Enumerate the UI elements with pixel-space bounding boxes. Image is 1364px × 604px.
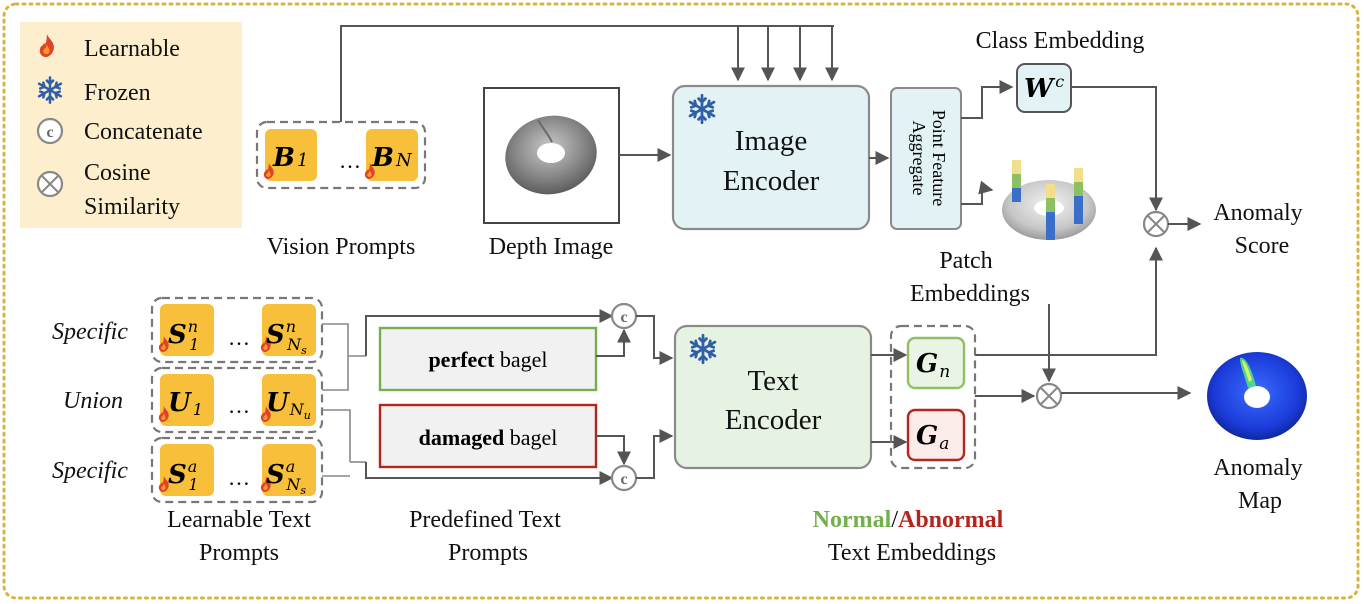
class-embedding-caption: Class Embedding (976, 28, 1145, 54)
map-similarity (1035, 382, 1063, 410)
normal-ellipsis: … (228, 325, 250, 350)
svg-text:c: c (620, 309, 627, 326)
text-encoder-line1: Text (747, 365, 798, 397)
text-embeddings-caption-line1: Normal/Abnormal (813, 507, 1004, 533)
depth-image: Depth Image (483, 87, 620, 260)
concat-to-text-encoder-connectors (636, 315, 674, 479)
prompt-brackets (322, 323, 366, 477)
concat-node-abnormal: c (610, 464, 638, 492)
learnable-text-caption-line1: Learnable Text (167, 507, 311, 533)
patch-embeddings-line1: Patch (939, 248, 992, 274)
text-encoder-output-connectors (871, 348, 908, 449)
anomaly-map-line2: Map (1238, 488, 1282, 514)
image-encoder-line2: Encoder (723, 165, 820, 197)
legend-cosine-line1: Cosine (84, 160, 151, 186)
anomaly-map: Anomaly Map (1207, 352, 1307, 514)
text-embeddings-caption-line2: Text Embeddings (828, 540, 996, 566)
anomaly-score-line2: Score (1235, 233, 1290, 259)
legend-frozen: Frozen (84, 80, 151, 106)
prompt-to-concat-connectors (365, 309, 614, 485)
learnable-text-caption-line2: Prompts (199, 540, 279, 566)
concat-node-normal: c (610, 302, 638, 330)
depth-bagel-render (505, 115, 597, 195)
aggregate-line1: Point Feature (929, 110, 949, 207)
image-encoder: Image Encoder (671, 84, 871, 231)
predefined-caption-line2: Prompts (448, 540, 528, 566)
text-encoder: Text Encoder (673, 324, 873, 470)
abnormal-ellipsis: … (228, 465, 250, 490)
normal-embedding (906, 336, 966, 390)
vision-ellipsis: … (339, 148, 361, 173)
specific-label-normal: Specific (52, 319, 128, 345)
union-label: Union (63, 388, 123, 414)
predefined-text-prompts: perfect bagel damaged bagel Predefined T… (378, 326, 598, 566)
svg-text:c: c (620, 471, 627, 488)
point-feature-aggregate: Point Feature Aggregate (890, 87, 962, 230)
predefined-abnormal-box (378, 403, 598, 469)
score-similarity (1142, 210, 1170, 238)
patch-bagel-render (1002, 160, 1096, 240)
predefined-abnormal-text: damaged bagel (419, 425, 558, 450)
cosine-similarity-icon (36, 170, 64, 198)
aggregate-connectors (961, 80, 1014, 205)
aggregate-line2: Aggregate (909, 121, 929, 196)
patch-embeddings: Patch Embeddings (910, 160, 1096, 307)
anomaly-score-line1: Anomaly (1213, 200, 1302, 226)
predefined-caption-line1: Predefined Text (409, 507, 561, 533)
predefined-normal-box (378, 326, 598, 392)
text-encoder-line2: Encoder (725, 404, 822, 436)
vision-token-first (265, 129, 317, 181)
legend-cosine-line2: Similarity (84, 194, 180, 220)
svg-text:c: c (46, 124, 53, 141)
union-ellipsis: … (228, 393, 250, 418)
normal-embedding-token: Gn (916, 349, 950, 382)
predefined-to-concat-connectors (596, 328, 631, 466)
predefined-normal-text: perfect bagel (428, 347, 547, 372)
arrow-class-to-score (1071, 86, 1163, 212)
specific-label-abnormal: Specific (52, 458, 128, 484)
vision-prompts-caption: Vision Prompts (267, 234, 416, 260)
legend-learnable: Learnable (84, 36, 180, 62)
embedding-to-similarity-connectors (975, 246, 1163, 403)
patch-embeddings-line2: Embeddings (910, 281, 1030, 307)
legend-concatenate: Concatenate (84, 119, 203, 145)
abnormal-embedding (906, 408, 966, 462)
vision-token-last (366, 129, 418, 181)
union-last-token: UNu (266, 388, 311, 422)
text-embeddings: Gn Ga Normal/Abnormal Text Embeddings (813, 324, 1004, 566)
abnormal-embedding-token: Ga (916, 421, 949, 454)
anomaly-map-line1: Anomaly (1213, 455, 1302, 481)
image-encoder-line1: Image (735, 125, 807, 157)
concatenate-icon: c (36, 117, 64, 145)
depth-image-caption: Depth Image (489, 234, 614, 260)
legend: Learnable Frozen c Concatenate Cosine Si… (20, 22, 242, 228)
vision-prompt-connectors (340, 25, 839, 122)
